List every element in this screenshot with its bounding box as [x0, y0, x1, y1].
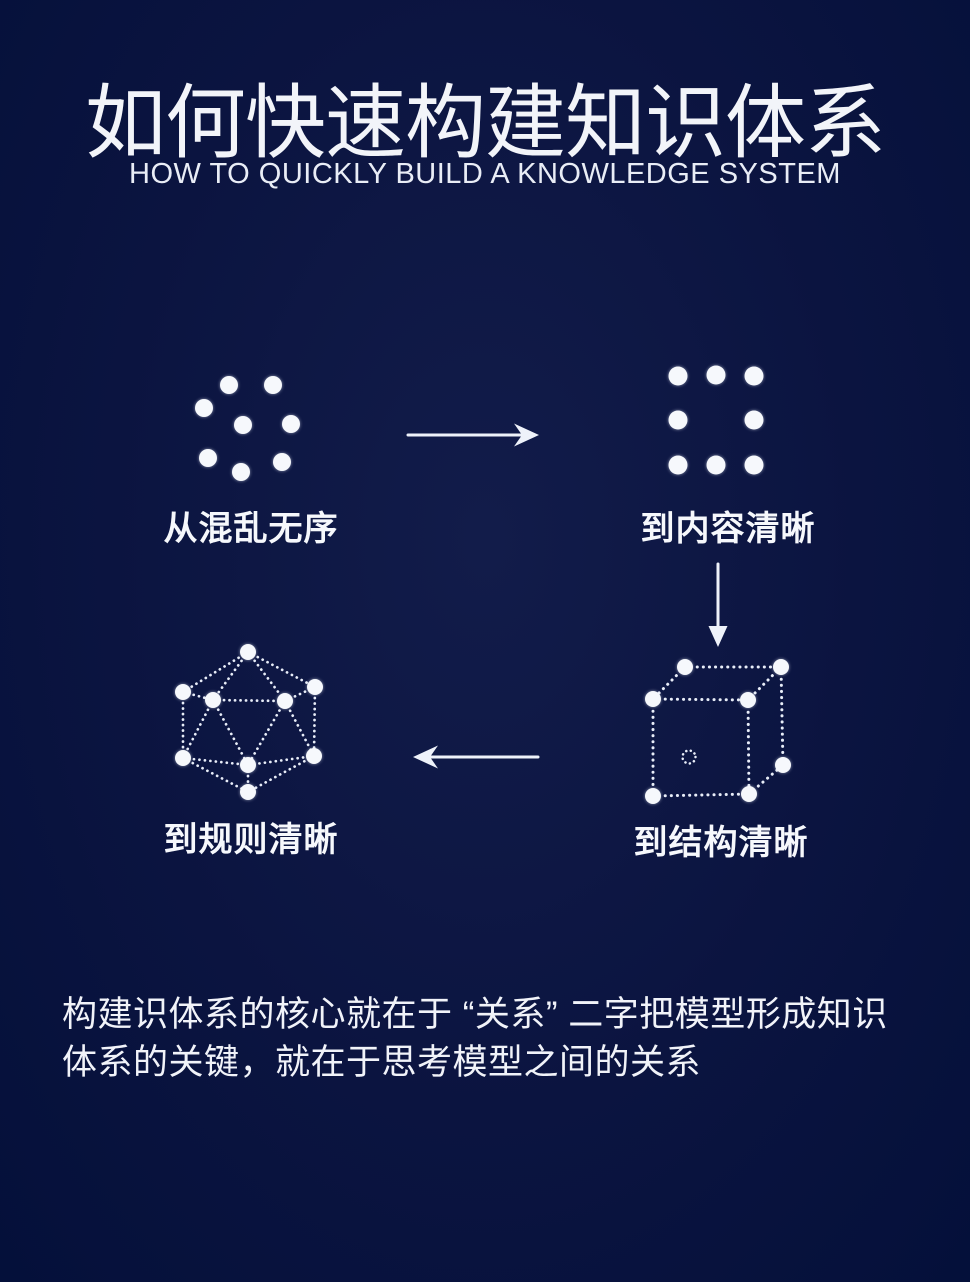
icosahedron-icon	[175, 644, 323, 800]
scattered-dots-icon	[195, 376, 300, 481]
page-title: 如何快速构建知识体系	[84, 79, 886, 169]
page-subtitle: HOW TO QUICKLY BUILD A KNOWLEDGE SYSTEM	[129, 158, 841, 190]
arrow-right-icon	[406, 423, 539, 447]
cube-icon	[645, 659, 791, 804]
stage-label-structure-clear: 到结构清晰	[633, 824, 809, 862]
stage-label-chaos: 从混乱无序	[163, 510, 339, 548]
hidden-vertex-icon	[681, 749, 697, 765]
stage-label-content-clear: 到内容清晰	[640, 510, 816, 548]
footer-paragraph-line2: 体系的关键，就在于思考模型之间的关系	[62, 1043, 702, 1082]
footer-paragraph-line1: 构建识体系的核心就在于 “关系” 二字把模型形成知识	[62, 995, 888, 1034]
grid-dots-icon	[668, 365, 764, 475]
arrow-left-icon	[413, 745, 540, 769]
footer-paragraph: 构建识体系的核心就在于 “关系” 二字把模型形成知识 体系的关键，就在于思考模型…	[62, 991, 922, 1087]
arrow-down-icon	[708, 562, 728, 647]
stage-label-rules-clear: 到规则清晰	[163, 821, 339, 859]
